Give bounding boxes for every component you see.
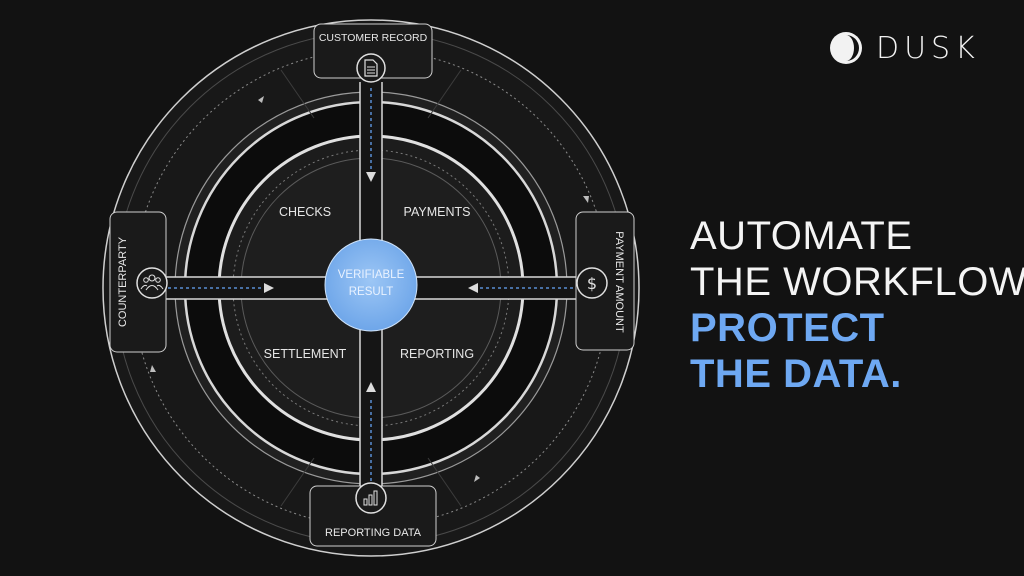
flow-lines [168,88,574,484]
headline-line-2: THE WORKFLOW. [690,260,1024,304]
input-payment-amount-label: PAYMENT AMOUNT [613,231,625,333]
headline-line-1: AUTOMATE [690,214,913,258]
outer-dividers [280,69,462,507]
headline-line-4: THE DATA. [690,352,902,396]
bar-chart-icon [355,482,387,514]
input-customer-record-label: CUSTOMER RECORD [319,32,428,44]
input-payment-amount: PAYMENT AMOUNT $ [575,211,635,351]
people-icon [136,267,168,299]
flow-arrows [264,172,478,392]
headline-line-3: PROTECT [690,306,885,350]
quadrant-label-payments: PAYMENTS [404,205,471,219]
input-counterparty-label: COUNTERPARTY [117,236,129,327]
input-customer-record: CUSTOMER RECORD [313,23,433,83]
quadrant-label-settlement: SETTLEMENT [264,347,347,361]
quadrant-label-reporting: REPORTING [400,347,474,361]
input-counterparty: COUNTERPARTY [109,211,168,353]
input-reporting-data: REPORTING DATA [309,482,437,547]
quadrant-label-checks: CHECKS [279,205,331,219]
headline: AUTOMATE THE WORKFLOW. PROTECT THE DATA. [690,213,1024,397]
moon-icon [830,32,862,64]
svg-text:$: $ [587,274,597,293]
document-icon [356,53,386,83]
center-node [324,238,418,332]
circulation-arrows [150,96,589,482]
brand-logo: DUSK [828,30,980,66]
brand-name: DUSK [876,30,980,66]
input-reporting-data-label: REPORTING DATA [325,527,422,539]
dollar-icon: $ [576,267,608,299]
